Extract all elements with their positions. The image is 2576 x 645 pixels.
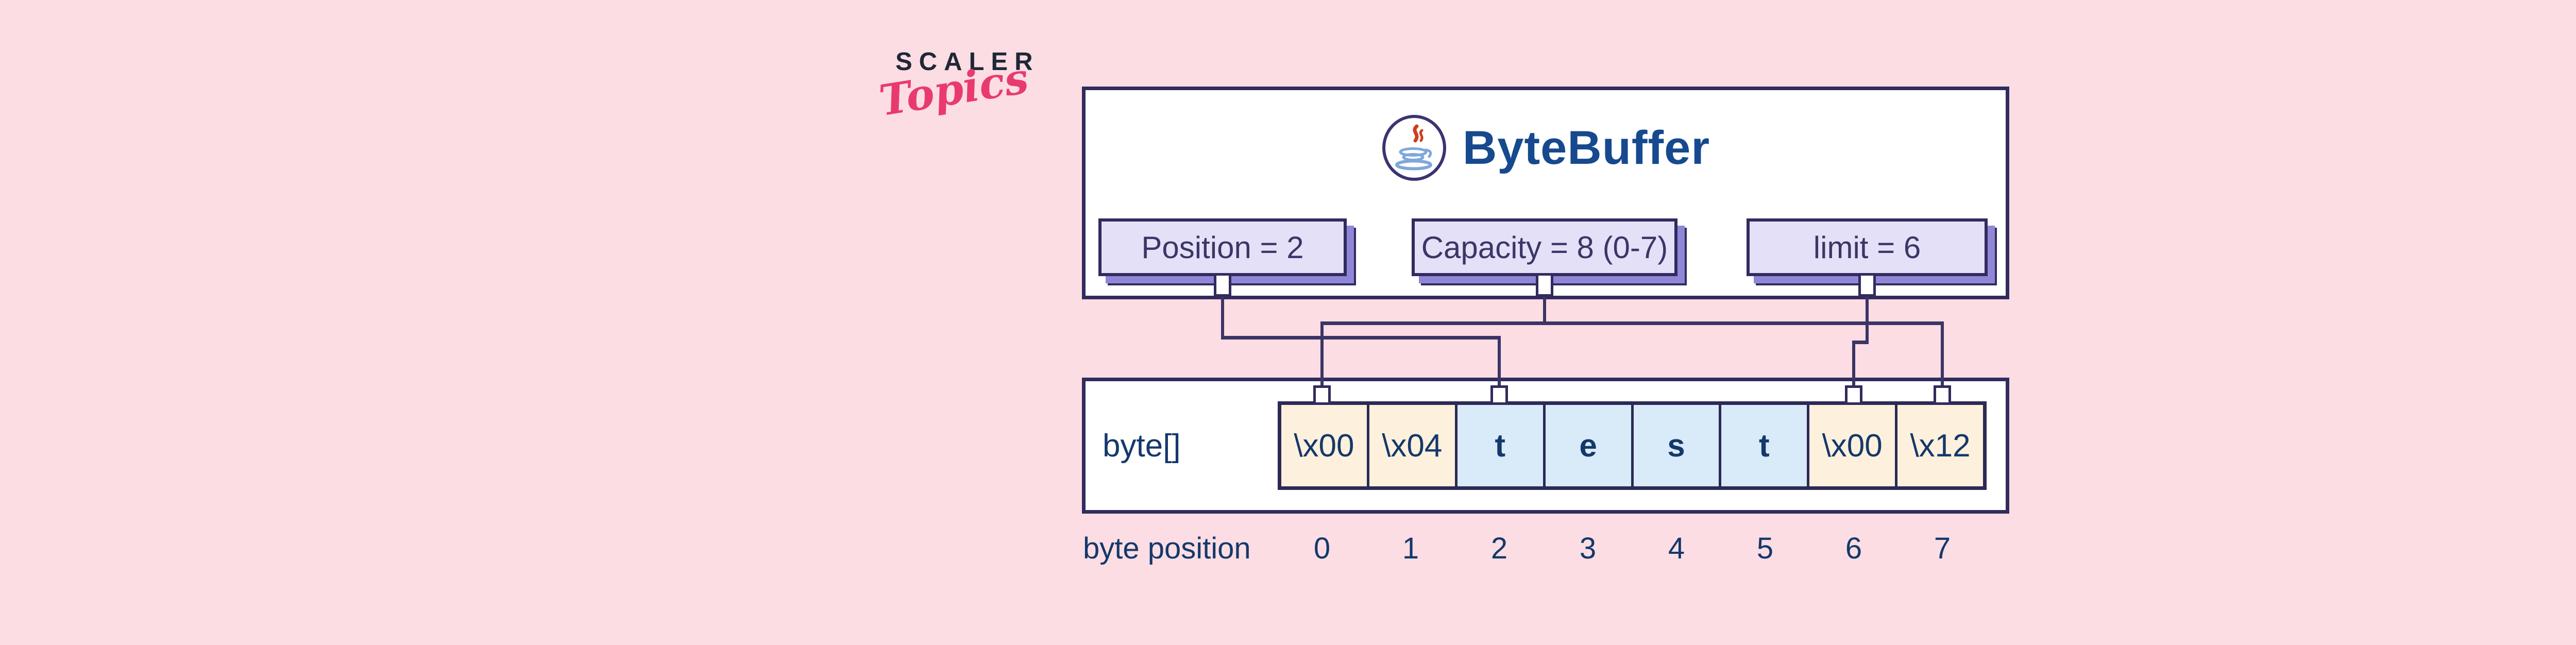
limit-connector-stub (1858, 273, 1876, 297)
byte-cell-0: \x00 (1281, 405, 1367, 486)
bytebuffer-title: ByteBuffer (1462, 121, 1710, 174)
capacity-connector-line (1320, 321, 1324, 387)
limit-box: limit = 6 (1747, 218, 1988, 276)
byte-cell-value: \x04 (1382, 428, 1443, 464)
java-icon (1381, 115, 1447, 181)
position-connector-line (1498, 336, 1501, 387)
byte-cell-3: e (1543, 405, 1631, 486)
limit-connector-line (1866, 297, 1869, 344)
byte-position-index-5: 5 (1756, 531, 1774, 565)
capacity-connector-stub (1536, 273, 1553, 297)
capacity-connector-line (1320, 321, 1944, 325)
capacity-connector-line (1941, 321, 1944, 387)
byte-position-index-6: 6 (1845, 531, 1862, 565)
cell6-connector-stub (1845, 385, 1862, 405)
byte-position-index-2: 2 (1490, 531, 1508, 565)
position-connector-line (1221, 336, 1501, 340)
byte-cell-6: \x00 (1807, 405, 1895, 486)
byte-cell-value: t (1758, 428, 1770, 464)
position-box: Position = 2 (1098, 218, 1347, 276)
cell7-connector-stub (1934, 385, 1951, 405)
capacity-box: Capacity = 8 (0-7) (1412, 218, 1677, 276)
byte-cell-value: s (1667, 428, 1685, 464)
byte-cell-1: \x04 (1366, 405, 1455, 486)
byte-cell-7: \x12 (1895, 405, 1983, 486)
byte-cell-value: e (1579, 428, 1597, 464)
byte-cell-2: t (1454, 405, 1543, 486)
cell0-connector-stub (1313, 385, 1331, 405)
byte-array-label: byte[] (1103, 428, 1181, 464)
byte-position-index-7: 7 (1934, 531, 1951, 565)
byte-position-index-0: 0 (1313, 531, 1331, 565)
byte-array-strip: \x00 \x04 t e s t \x00 \x12 (1278, 401, 1987, 490)
cell2-connector-stub (1490, 385, 1508, 405)
byte-cell-value: t (1495, 428, 1506, 464)
bytebuffer-header: ByteBuffer (1082, 114, 2009, 181)
scaler-brand-text: SCALER (895, 48, 1040, 76)
byte-cell-value: \x00 (1822, 428, 1883, 464)
byte-position-index-3: 3 (1579, 531, 1597, 565)
byte-cell-4: s (1631, 405, 1719, 486)
byte-cell-value: \x12 (1910, 428, 1971, 464)
byte-position-label: byte position (1083, 531, 1251, 565)
byte-cell-5: t (1719, 405, 1807, 486)
limit-connector-line (1852, 341, 1855, 387)
position-connector-stub (1214, 273, 1231, 297)
byte-position-index-4: 4 (1668, 531, 1685, 565)
position-connector-line (1221, 297, 1224, 339)
limit-label: limit = 6 (1813, 230, 1921, 265)
limit-connector-line (1852, 341, 1869, 344)
capacity-connector-line (1543, 297, 1546, 325)
byte-position-index-1: 1 (1402, 531, 1419, 565)
position-label: Position = 2 (1141, 230, 1304, 265)
byte-cell-value: \x00 (1294, 428, 1354, 464)
capacity-label: Capacity = 8 (0-7) (1421, 230, 1668, 265)
